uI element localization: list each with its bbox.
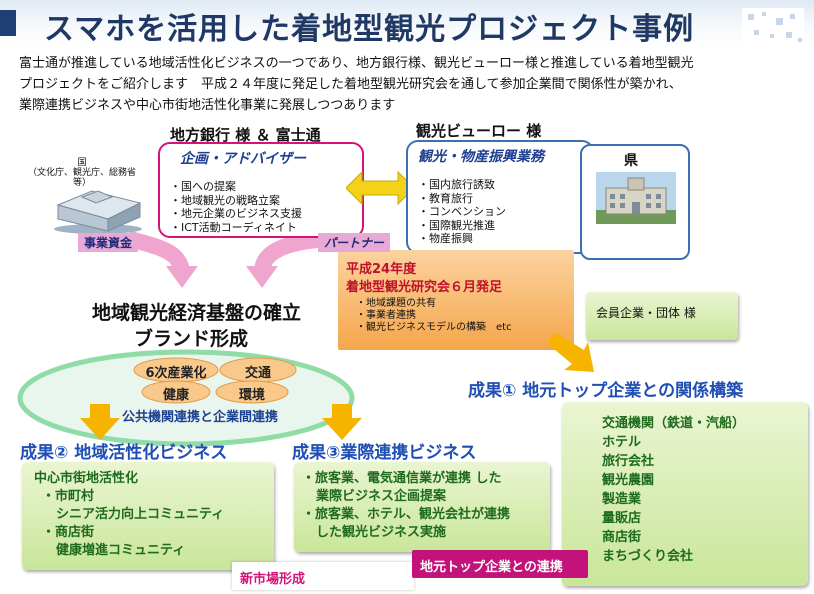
kuni-agencies: （文化庁、観光庁、総務省等） (27, 168, 136, 188)
list-item: 地域課題の共有 (356, 298, 512, 310)
prefecture-office-icon (596, 172, 676, 224)
brand-title: ブランド形成 (134, 328, 249, 350)
list-item: 製造業 (602, 492, 642, 507)
bank-header: 地方銀行 様 ＆ 富士通 (170, 126, 321, 144)
member-label: 会員企業・団体 様 (596, 306, 696, 320)
list-item: 旅行会社 (602, 454, 655, 469)
study-group-year: 平成24年度 (346, 262, 417, 277)
government-building-icon (54, 190, 142, 234)
member-box (586, 292, 738, 340)
intro-line-3: 業際連携ビジネスや中心市街地活性化事業に発展しつつあります (19, 98, 396, 113)
top-link-box (412, 550, 588, 578)
list-item: 健康増進コミュニティ (56, 543, 186, 558)
page-title: スマホを活用した着地型観光プロジェクト事例 (44, 12, 695, 47)
bureau-header: 観光ビューロー 様 (416, 122, 542, 140)
tag-environment: 環境 (238, 388, 265, 403)
title-bar (0, 0, 814, 46)
decorative-sparkle-icon (742, 8, 804, 48)
result1-box (562, 402, 808, 586)
list-item: 国際観光推進 (418, 219, 506, 233)
bureau-tasks-list: 国内旅行誘致 教育旅行 コンベンション 国際観光推進 物産振興 (418, 178, 506, 246)
result3-list: ・旅客業、電気通信業が連携 した 業際ビジネス企画提案 ・旅客業、ホテル、観光会… (302, 470, 510, 542)
intro-line-2: プロジェクトをご紹介します 平成２４年度に発足した着地型観光研究会を通して参加企… (19, 77, 682, 92)
list-item: 国内旅行誘致 (418, 178, 506, 192)
list-item: 地元企業のビジネス支援 (170, 207, 302, 221)
list-item: ・商店街 (42, 525, 95, 540)
result3-title: 成果③業際連携ビジネス (292, 443, 477, 463)
tag-transport: 交通 (244, 366, 271, 381)
list-item: コンベンション (418, 205, 506, 219)
result3-box (294, 462, 550, 552)
new-market-label: 新市場形成 (240, 572, 306, 587)
result2-title: 成果② 地域活性化ビジネス (20, 443, 228, 463)
kuni-label: 国 （文化庁、観光庁、総務省等） (22, 158, 142, 188)
list-item: ・市町村 (42, 489, 95, 504)
list-item: 商店街 (602, 530, 642, 545)
oval-caption: 公共機関連携と企業間連携 (122, 410, 279, 425)
list-item: ・旅客業、電気通信業が連携 した (302, 471, 502, 486)
base-title: 地域観光経済基盤の確立 (92, 302, 302, 324)
study-group-items: 地域課題の共有 事業者連携 観光ビジネスモデルの構築 etc (356, 298, 512, 334)
list-item: 観光ビジネスモデルの構築 etc (356, 322, 512, 334)
list-item: まちづくり会社 (602, 549, 694, 564)
kuni-title: 国 (77, 158, 87, 168)
list-item: 教育旅行 (418, 192, 506, 206)
list-item: 交通機関（鉄道・汽船） (602, 416, 746, 431)
list-item: 国への提案 (170, 180, 302, 194)
arrow-to-result1-icon (548, 332, 594, 372)
tag-health: 健康 (162, 388, 189, 403)
list-item: 量販店 (602, 511, 642, 526)
list-item: 観光農園 (602, 473, 655, 488)
result1-title: 成果① 地元トップ企業との関係構築 (468, 381, 744, 401)
list-item: 事業者連携 (356, 310, 512, 322)
list-item: 中心市街地活性化 (34, 471, 139, 486)
list-item: ホテル (602, 435, 642, 450)
intro-line-1: 富士通が推進している地域活性化ビジネスの一つであり、地方銀行様、観光ビューロー様… (19, 56, 694, 71)
double-arrow-icon (346, 170, 414, 206)
top-link-label: 地元トップ企業との連携 (420, 560, 563, 575)
list-item: 地域観光の戦略立案 (170, 194, 302, 208)
new-market-box (232, 562, 414, 590)
list-item: した観光ビジネス実施 (316, 525, 447, 540)
arrow-to-result2-icon (80, 404, 120, 440)
result1-list: 交通機関（鉄道・汽船） ホテル 旅行会社 観光農園 製造業 量販店 商店街 まち… (602, 414, 745, 566)
bureau-role-label: 観光・物産振興業務 (418, 149, 544, 165)
bank-role-label: 企画・アドバイザー (180, 151, 306, 167)
result2-box (22, 462, 274, 570)
list-item: シニア活力向上コミュニティ (56, 507, 225, 522)
partner-label: パートナー (318, 233, 391, 252)
tag-sixth-industry: 6次産業化 (145, 366, 207, 381)
sector-tags-cloud (133, 357, 297, 404)
list-item: 物産振興 (418, 232, 506, 246)
arrow-to-result3-icon (322, 404, 362, 440)
list-item: 業際ビジネス企画提案 (316, 489, 447, 504)
list-item: ICT活動コーディネイト (170, 221, 302, 235)
list-item: ・旅客業、ホテル、観光会社が連携 (302, 507, 511, 522)
result2-list: 中心市街地活性化 ・市町村 シニア活力向上コミュニティ ・商店街 健康増進コミュ… (34, 470, 224, 560)
business-funds-label: 事業資金 (78, 233, 139, 252)
bank-tasks-list: 国への提案 地域観光の戦略立案 地元企業のビジネス支援 ICT活動コーディネイト (170, 180, 302, 234)
title-accent-mark (0, 10, 16, 36)
prefecture-label: 県 (624, 153, 638, 169)
study-group-title: 着地型観光研究会６月発足 (346, 280, 503, 295)
